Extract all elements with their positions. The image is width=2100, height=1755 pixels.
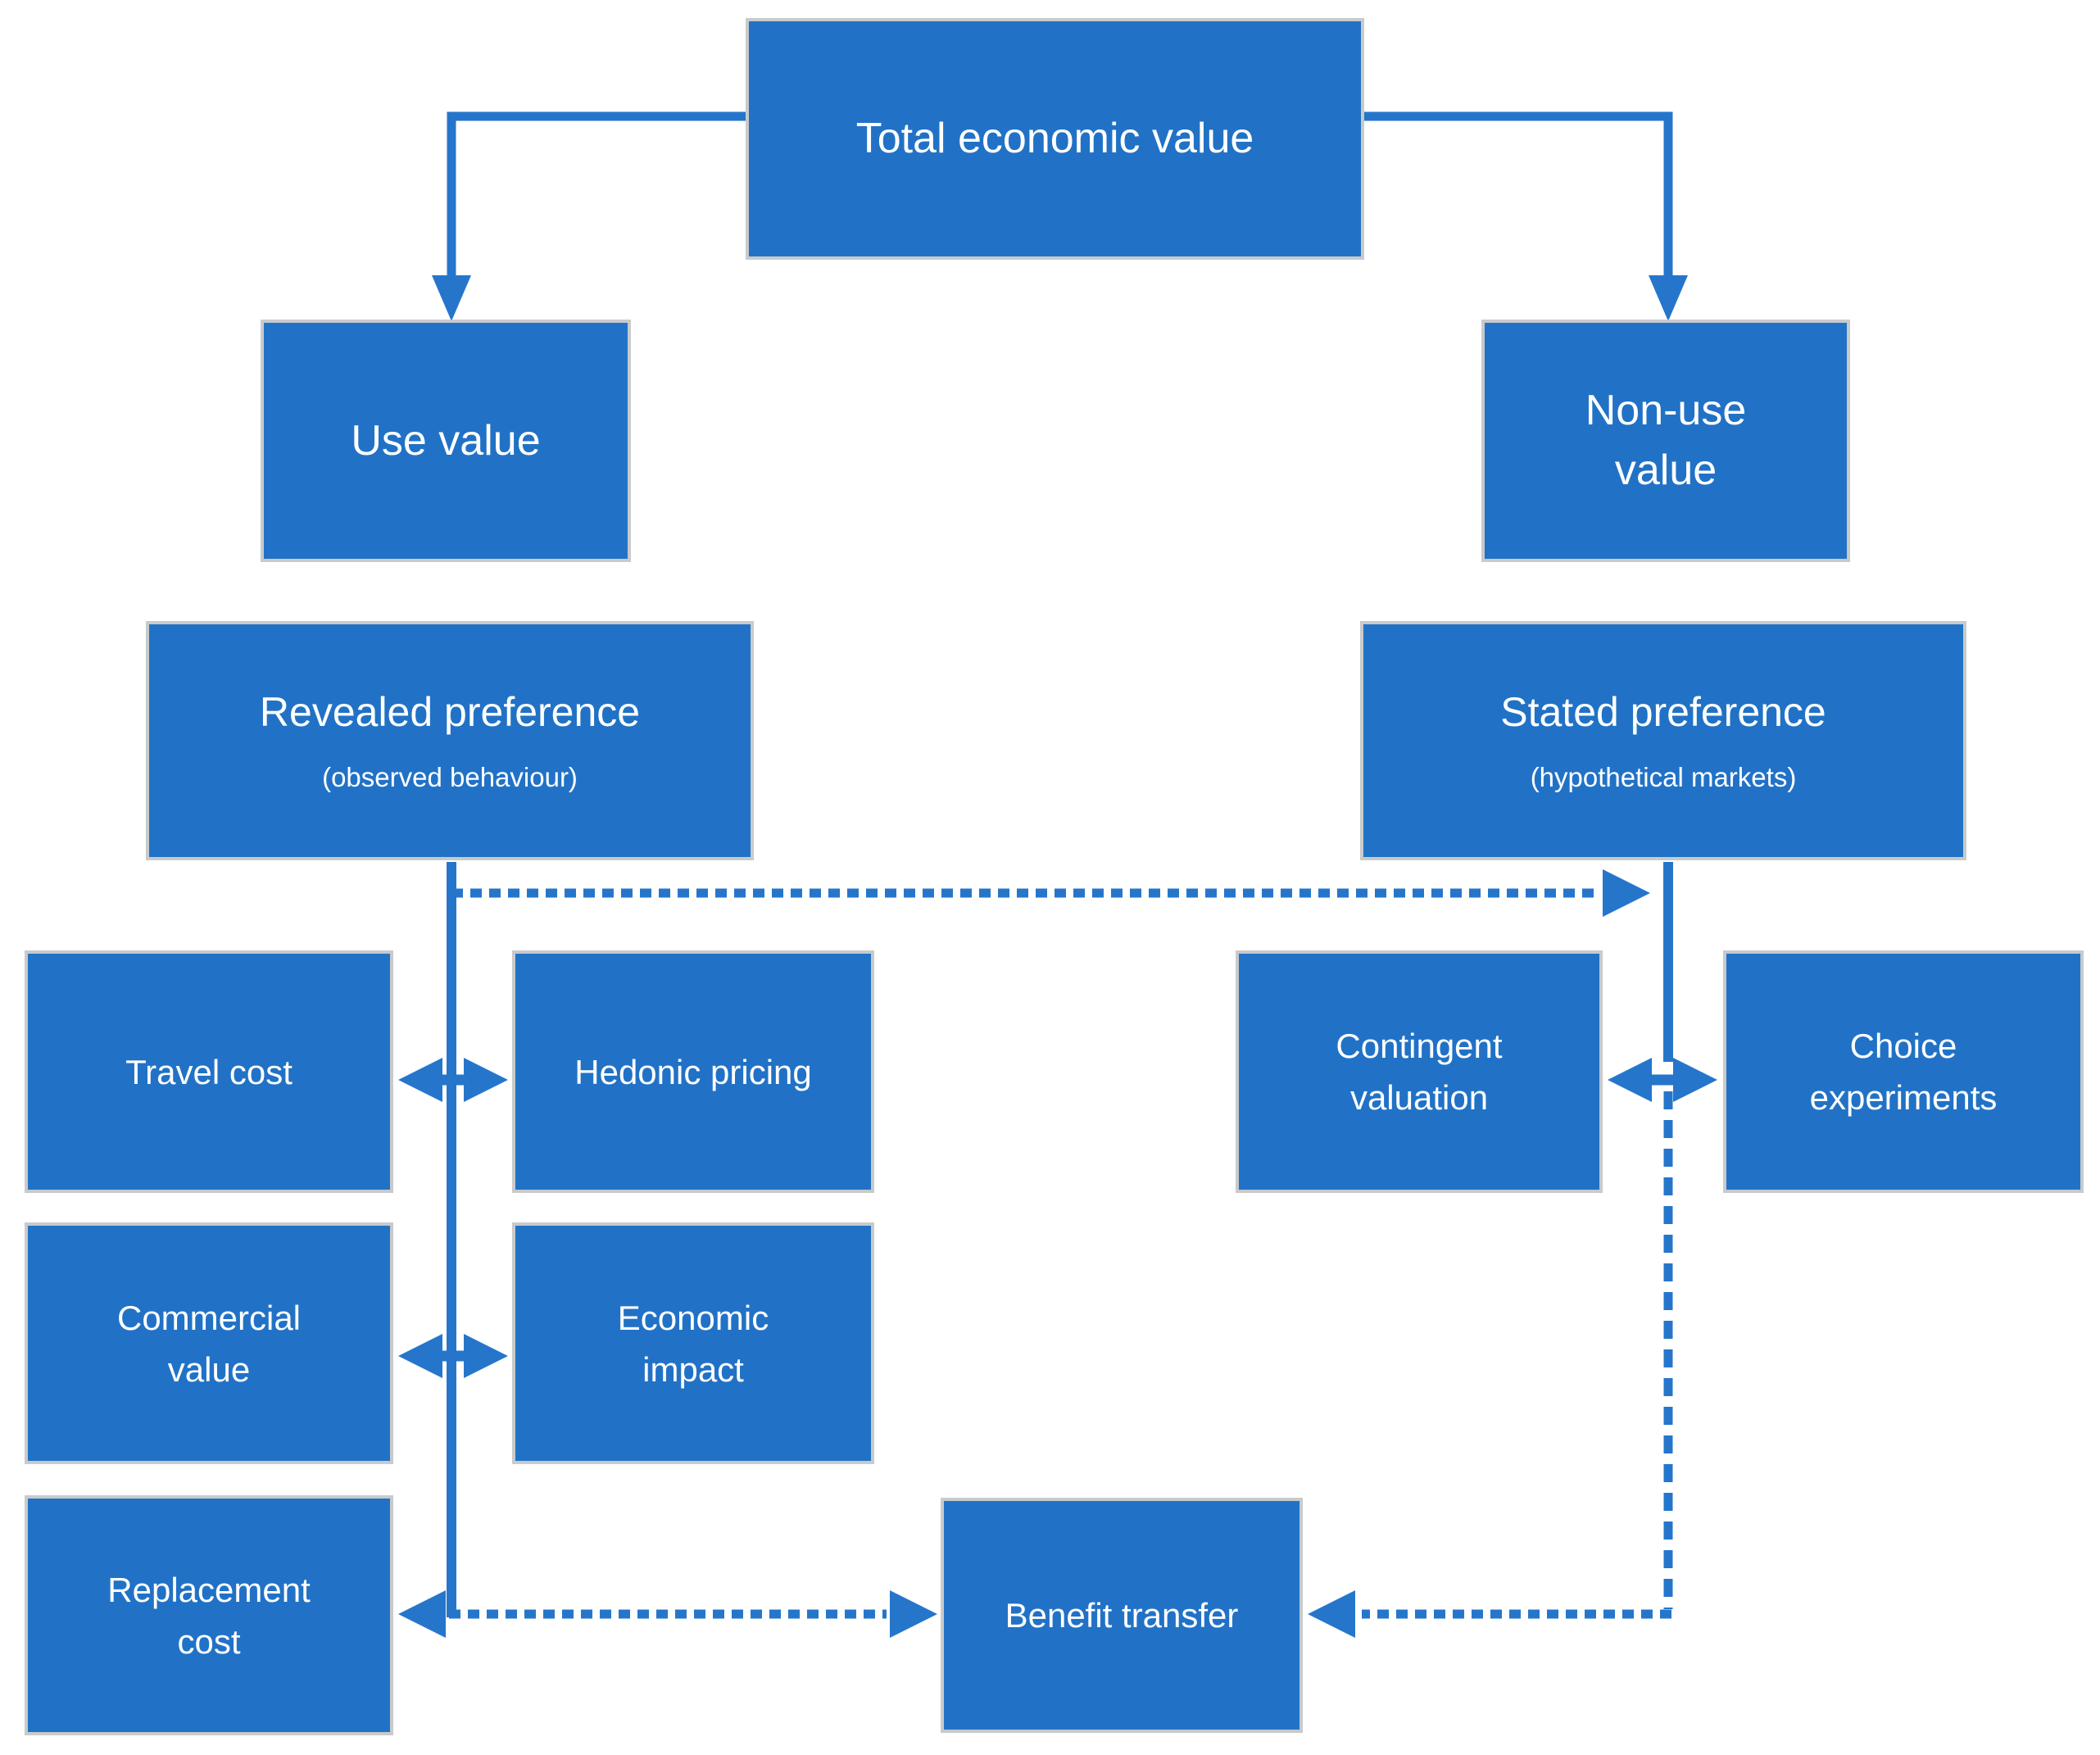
arrow-commercial-economic — [398, 1334, 508, 1378]
connector-total-to-use-value — [432, 111, 747, 321]
arrow-right-icon — [1673, 1058, 1717, 1102]
node-label: Use value — [351, 416, 541, 465]
node-label: Contingent valuation — [1336, 1027, 1503, 1117]
connector-replacement-to-benefit — [398, 1590, 937, 1638]
arrow-travel-hedonic — [398, 1058, 508, 1102]
node-label: Non-use value — [1585, 387, 1747, 494]
node-choice-experiments: Choice experiments — [1723, 950, 2084, 1193]
node-benefit-transfer: Benefit transfer — [941, 1498, 1303, 1733]
arrow-left-icon — [1608, 1058, 1652, 1102]
arrow-right-icon — [1603, 869, 1650, 917]
node-label: Replacement cost — [107, 1570, 311, 1661]
node-economic-impact: Economic impact — [512, 1222, 874, 1464]
node-label: Stated preference — [1500, 689, 1826, 736]
arrow-down-icon — [1649, 275, 1688, 321]
node-label: Benefit transfer — [1005, 1596, 1239, 1635]
arrow-right-icon — [464, 1058, 508, 1102]
node-sublabel: (observed behaviour) — [322, 762, 578, 793]
arrow-left-icon — [398, 1334, 442, 1378]
arrow-left-icon — [398, 1590, 446, 1638]
node-hedonic-pricing: Hedonic pricing — [512, 950, 874, 1193]
node-label: Choice experiments — [1809, 1027, 1998, 1117]
node-non-use-value: Non-use value — [1481, 320, 1850, 562]
arrow-left-icon — [398, 1058, 442, 1102]
arrow-left-icon — [1308, 1590, 1355, 1638]
arrow-contingent-choice — [1608, 1058, 1717, 1102]
connector-total-to-nonuse-value — [1363, 111, 1688, 321]
node-revealed-preference: Revealed preference (observed behaviour) — [146, 621, 754, 860]
node-total-economic-value: Total economic value — [746, 18, 1364, 260]
node-label: Total economic value — [855, 115, 1254, 163]
node-use-value: Use value — [261, 320, 631, 562]
connector-revealed-to-stated — [451, 869, 1650, 917]
node-label: Hedonic pricing — [574, 1052, 812, 1091]
node-label: Travel cost — [125, 1052, 293, 1091]
node-stated-preference: Stated preference (hypothetical markets) — [1360, 621, 1966, 860]
node-sublabel: (hypothetical markets) — [1530, 762, 1797, 793]
arrow-right-icon — [464, 1334, 508, 1378]
arrow-down-icon — [432, 275, 471, 321]
node-label: Economic impact — [617, 1298, 769, 1389]
node-label: Commercial value — [116, 1298, 302, 1389]
node-travel-cost: Travel cost — [25, 950, 393, 1193]
arrow-right-icon — [890, 1590, 937, 1638]
connector-stated-trunk — [1308, 862, 1673, 1638]
node-commercial-value: Commercial value — [25, 1222, 393, 1464]
node-label: Revealed preference — [259, 689, 641, 736]
node-replacement-cost: Replacement cost — [25, 1495, 393, 1735]
node-contingent-valuation: Contingent valuation — [1236, 950, 1603, 1193]
